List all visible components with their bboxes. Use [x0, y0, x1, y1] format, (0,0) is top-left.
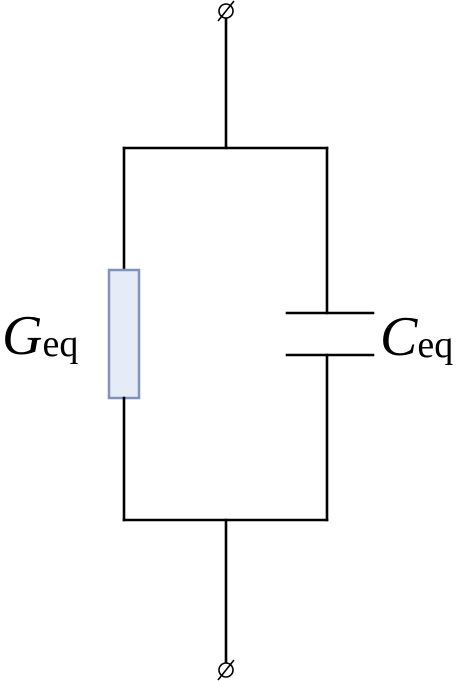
capacitance-symbol: C — [380, 306, 418, 368]
capacitance-subscript: eq — [417, 324, 453, 366]
capacitance-label: Ceq — [380, 306, 453, 368]
bottom-terminal-icon — [217, 659, 235, 681]
conductance-label: Geq — [2, 305, 78, 367]
conductance-resistor — [107, 268, 141, 400]
conductance-symbol: G — [2, 305, 42, 367]
conductance-subscript: eq — [42, 323, 78, 365]
top-terminal-icon — [217, 0, 235, 22]
